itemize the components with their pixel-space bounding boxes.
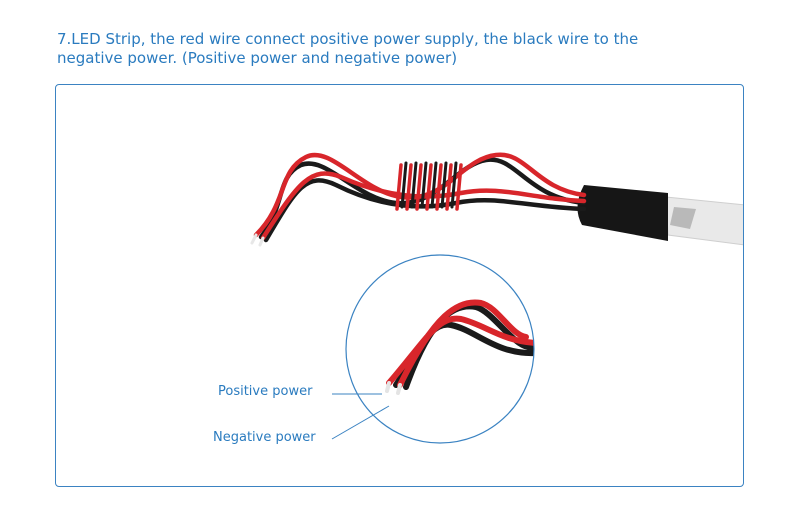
photo-frame: Positive power Negative power — [55, 84, 744, 487]
led-strip-wire-illustration — [250, 152, 743, 444]
caption-line-1: 7.LED Strip, the red wire connect positi… — [57, 30, 639, 48]
main-wire-bundle — [250, 152, 587, 247]
negative-power-label: Negative power — [213, 430, 316, 445]
caption-line-2: negative power. (Positive power and nega… — [57, 49, 458, 67]
heat-shrink-sleeve — [577, 185, 668, 241]
positive-power-label: Positive power — [218, 384, 313, 399]
magnifier-ring — [345, 254, 535, 444]
instruction-caption: 7.LED Strip, the red wire connect positi… — [57, 30, 757, 68]
led-strip — [665, 196, 743, 246]
negative-leader-line — [331, 405, 390, 440]
magnified-wire-ends — [345, 254, 535, 444]
